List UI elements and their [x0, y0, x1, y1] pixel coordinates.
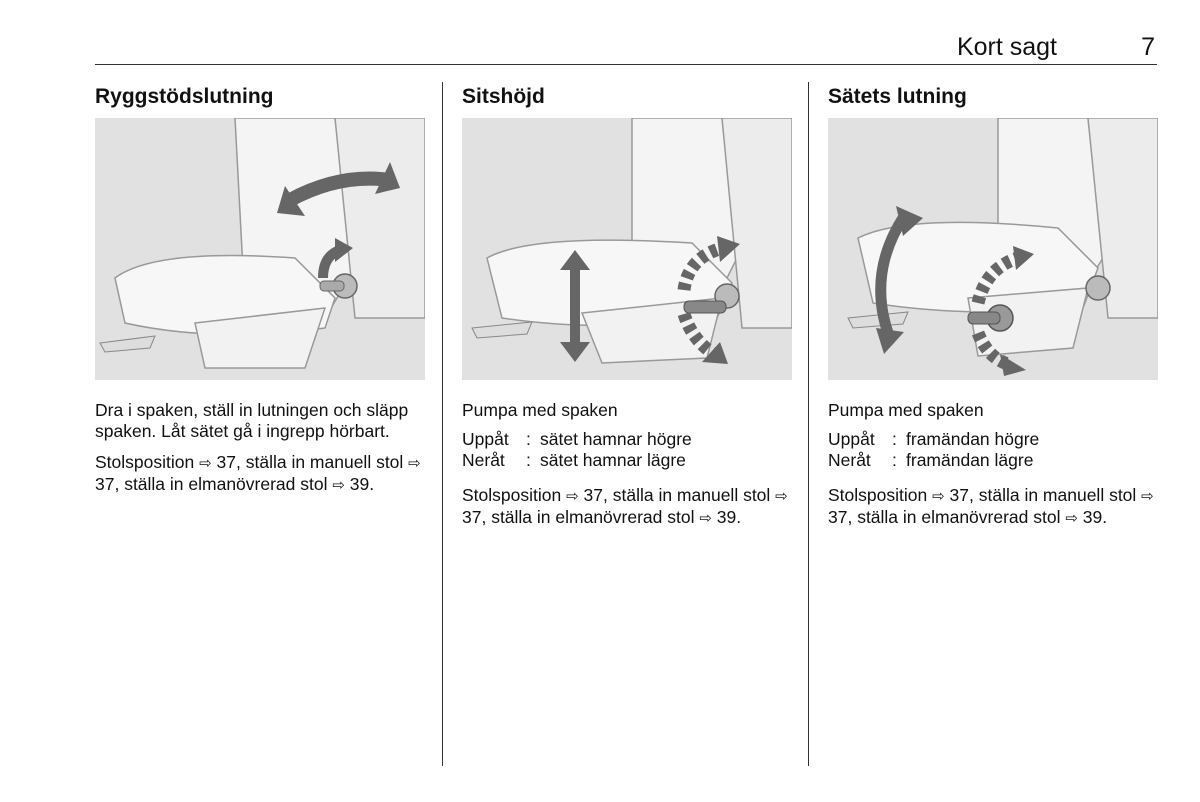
seat-height-illustration	[462, 118, 792, 380]
page-number: 7	[1141, 33, 1155, 61]
page-ref-icon: ⇨	[775, 488, 788, 505]
cross-reference: Stolsposition ⇨ 37, ställa in manuell st…	[462, 485, 788, 527]
column-divider	[442, 82, 443, 766]
page-ref-icon: ⇨	[199, 455, 212, 472]
definition-row: Neråt:framändan lägre	[828, 450, 1034, 470]
cross-reference: Stolsposition ⇨ 37, ställa in manuell st…	[95, 452, 421, 494]
definition-row: Neråt:sätet hamnar lägre	[462, 450, 686, 470]
page-ref-icon: ⇨	[1141, 488, 1154, 505]
page-header: Kort sagt 7	[95, 32, 1157, 65]
column-seat-height: Sitshöjd Pumpa med spaken Uppåt:sätet ha…	[462, 84, 792, 539]
page-ref-icon: ⇨	[699, 510, 712, 527]
column-divider	[808, 82, 809, 766]
instruction-text: Pumpa med spaken	[462, 400, 618, 420]
page-ref-icon: ⇨	[332, 477, 345, 494]
page-ref-icon: ⇨	[408, 455, 421, 472]
column-seat-tilt: Sätets lutning Pumpa med spaken Uppåt:fr…	[828, 84, 1158, 539]
column-backrest-tilt: Ryggstödslutning Dra i spaken, ställ in …	[95, 84, 425, 506]
backrest-tilt-illustration	[95, 118, 425, 380]
seat-tilt-illustration	[828, 118, 1158, 380]
column-heading: Sitshöjd	[462, 85, 545, 108]
column-heading: Sätets lutning	[828, 85, 967, 108]
page-ref-icon: ⇨	[566, 488, 579, 505]
page-ref-icon: ⇨	[1065, 510, 1078, 527]
instruction-text: Dra i spaken, ställ in lutningen och slä…	[95, 400, 409, 441]
section-title: Kort sagt	[956, 33, 1057, 61]
instruction-text: Pumpa med spaken	[828, 400, 984, 420]
definition-row: Uppåt:framändan högre	[828, 429, 1040, 449]
cross-reference: Stolsposition ⇨ 37, ställa in manuell st…	[828, 485, 1154, 527]
column-heading: Ryggstödslutning	[95, 85, 274, 108]
definition-row: Uppåt:sätet hamnar högre	[462, 429, 692, 449]
page-ref-icon: ⇨	[932, 488, 945, 505]
